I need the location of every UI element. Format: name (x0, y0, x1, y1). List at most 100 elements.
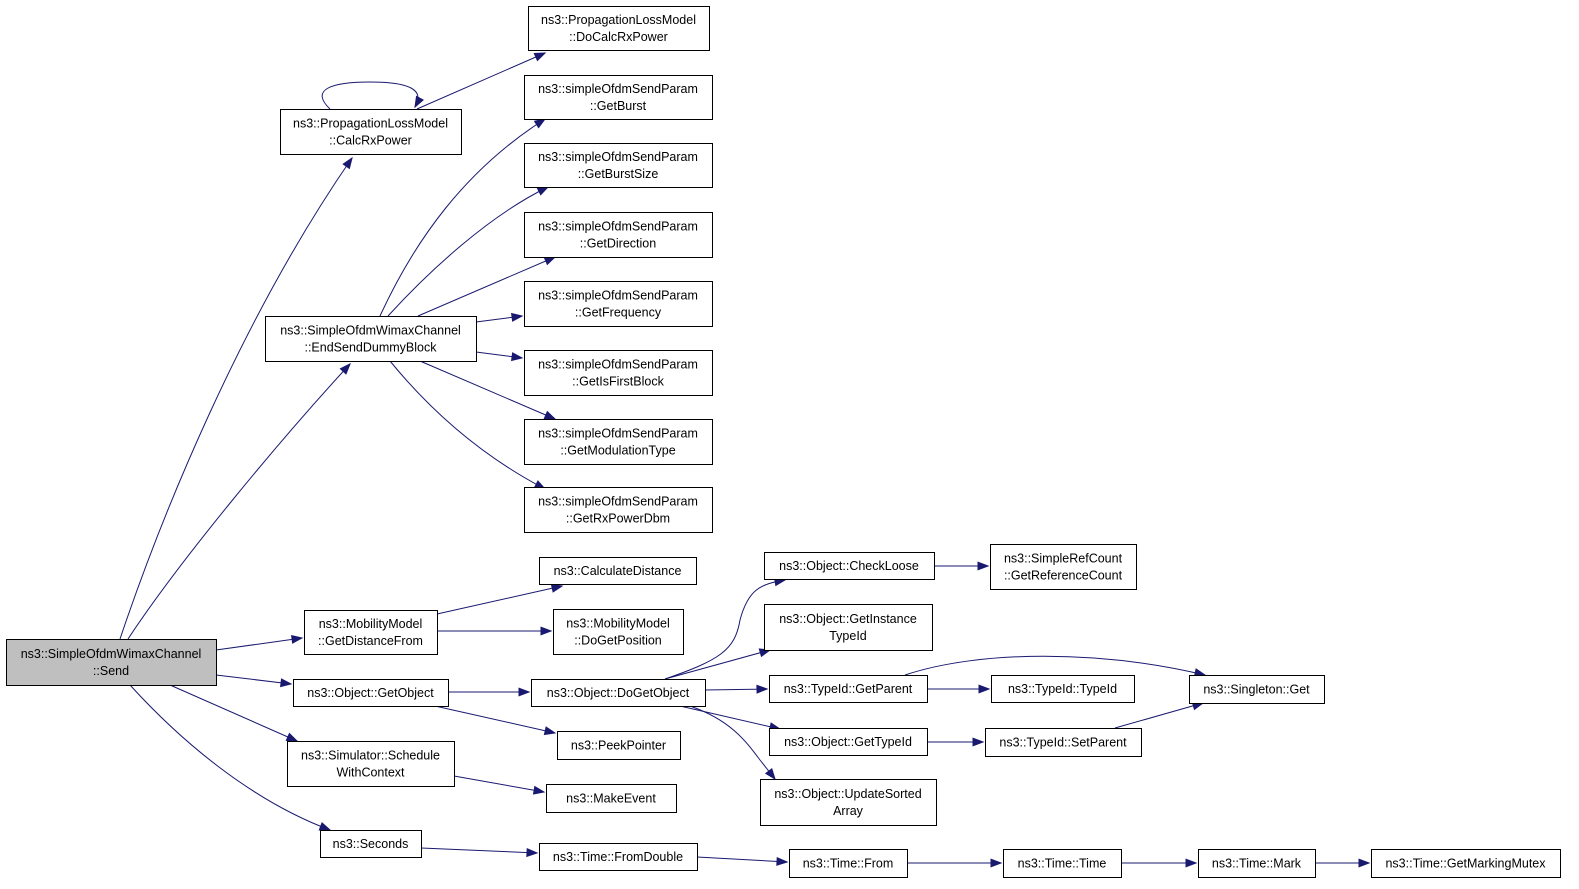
node-end-send-dummy-block[interactable]: ns3::SimpleOfdmWimaxChannel::EndSendDumm… (265, 316, 477, 362)
edge-line (215, 674, 292, 685)
node-get-is-first-block[interactable]: ns3::simpleOfdmSendParam::GetIsFirstBloc… (524, 350, 713, 396)
node-get-distance-from[interactable]: ns3::MobilityModel::GetDistanceFrom (304, 610, 438, 655)
node-label-line: ns3::TypeId::GetParent (784, 682, 913, 696)
edge-time_from_double-to-time_from (696, 856, 789, 866)
node-label-line: ::GetRxPowerDbm (566, 512, 670, 526)
node-get-frequency[interactable]: ns3::simpleOfdmSendParam::GetFrequency (524, 281, 713, 327)
node-typeid-set-parent[interactable]: ns3::TypeId::SetParent (985, 728, 1142, 757)
edge-end_send_dummy_block-to-get_rx_power_dbm (389, 360, 547, 490)
node-get-rx-power-dbm[interactable]: ns3::simpleOfdmSendParam::GetRxPowerDbm (524, 487, 713, 533)
arrow-head-icon (318, 822, 332, 831)
node-label-line: ns3::simpleOfdmSendParam (538, 289, 698, 303)
arrow-head-icon (764, 767, 776, 781)
node-box (524, 487, 713, 533)
arrow-head-icon (280, 678, 293, 688)
node-get-object[interactable]: ns3::Object::GetObject (293, 679, 449, 707)
node-box (789, 849, 908, 878)
node-get-direction[interactable]: ns3::simpleOfdmSendParam::GetDirection (524, 212, 713, 258)
node-label-line: ns3::Object::DoGetObject (547, 686, 690, 700)
edge-end_send_dummy_block-to-get_modulation_type (419, 360, 557, 420)
edge-line (119, 157, 353, 640)
node-get-burst-size[interactable]: ns3::simpleOfdmSendParam::GetBurstSize (524, 143, 713, 188)
arrow-head-icon (414, 95, 424, 109)
node-get-modulation-type[interactable]: ns3::simpleOfdmSendParam::GetModulationT… (524, 419, 713, 465)
edge-line (215, 637, 303, 651)
node-box (1371, 849, 1561, 878)
node-time-from[interactable]: ns3::Time::From (789, 849, 908, 878)
edge-line (696, 856, 788, 863)
edge-send-to-get_object (215, 674, 293, 688)
edge-end_send_dummy_block-to-get_burst (379, 118, 547, 317)
node-time-get-marking-mutex[interactable]: ns3::Time::GetMarkingMutex (1371, 849, 1561, 878)
edge-send-to-end_send_dummy_block (127, 362, 351, 640)
node-label-line: ns3::TypeId::SetParent (999, 736, 1127, 750)
arrow-head-icon (972, 737, 985, 747)
node-label-line: ns3::simpleOfdmSendParam (538, 82, 698, 96)
node-box (287, 741, 455, 787)
node-label-line: ns3::CalculateDistance (554, 564, 682, 578)
edge-line (387, 186, 549, 317)
node-do-calc-rx-power[interactable]: ns3::PropagationLossModel::DoCalcRxPower (528, 6, 710, 51)
node-do-get-position[interactable]: ns3::MobilityModel::DoGetPosition (553, 609, 684, 655)
node-label-line: ns3::MobilityModel (566, 617, 670, 631)
arrow-head-icon (978, 684, 991, 694)
node-singleton-get[interactable]: ns3::Singleton::Get (1189, 675, 1325, 704)
node-peek-pointer[interactable]: ns3::PeekPointer (557, 731, 681, 760)
node-box (557, 731, 681, 760)
node-box (769, 675, 928, 703)
edge-object_get_type_id-to-typeid_set_parent (927, 737, 985, 747)
node-make-event[interactable]: ns3::MakeEvent (546, 784, 677, 813)
node-box (539, 557, 697, 585)
node-time-time[interactable]: ns3::Time::Time (1003, 849, 1122, 878)
node-typeid-typeid[interactable]: ns3::TypeId::TypeId (991, 675, 1135, 703)
node-box (524, 419, 713, 465)
edge-line (689, 705, 776, 780)
node-label-line: ::DoGetPosition (574, 634, 662, 648)
node-box (539, 843, 698, 871)
node-check-loose[interactable]: ns3::Object::CheckLoose (764, 552, 935, 580)
node-box (990, 544, 1137, 590)
arrow-head-icon (536, 186, 550, 196)
node-label-line: ::EndSendDummyBlock (304, 341, 437, 355)
node-box (1003, 849, 1122, 878)
node-box (553, 609, 684, 655)
node-label-line: WithContext (336, 766, 405, 780)
node-send[interactable]: ns3::SimpleOfdmWimaxChannel::Send (6, 639, 217, 686)
node-label-line: ns3::simpleOfdmSendParam (538, 358, 698, 372)
edge-line (453, 775, 545, 793)
node-calculate-distance[interactable]: ns3::CalculateDistance (539, 557, 697, 585)
edge-line (419, 360, 556, 420)
arrow-head-icon (1358, 858, 1371, 868)
node-label-line: ns3::MobilityModel (319, 617, 423, 631)
arrow-head-icon (550, 583, 564, 593)
arrow-head-icon (339, 362, 351, 375)
edge-line (904, 655, 1206, 676)
node-time-from-double[interactable]: ns3::Time::FromDouble (539, 843, 698, 871)
node-object-get-type-id[interactable]: ns3::Object::GetTypeId (769, 728, 928, 756)
node-label-line: ::GetDirection (580, 237, 656, 251)
edge-get_object-to-peek_pointer (434, 705, 557, 736)
arrow-head-icon (543, 256, 557, 266)
arrow-head-icon (526, 848, 539, 858)
node-seconds[interactable]: ns3::Seconds (320, 830, 422, 858)
edge-time_time-to-time_mark (1121, 858, 1198, 868)
edge-line (379, 118, 546, 317)
edge-line (389, 360, 546, 490)
edge-send-to-schedule_with_context (169, 684, 299, 742)
node-label-line: ns3::simpleOfdmSendParam (538, 150, 698, 164)
node-label-line: ns3::Time::Mark (1212, 857, 1302, 871)
node-time-mark[interactable]: ns3::Time::Mark (1198, 849, 1316, 878)
node-box (764, 552, 935, 580)
node-do-get-object[interactable]: ns3::Object::DoGetObject (531, 679, 706, 707)
node-box (265, 316, 477, 362)
node-label-line: TypeId (829, 629, 867, 643)
node-box (769, 728, 928, 756)
node-get-reference-count[interactable]: ns3::SimpleRefCount::GetReferenceCount (990, 544, 1137, 590)
node-label-line: ns3::Simulator::Schedule (301, 749, 440, 763)
node-get-burst[interactable]: ns3::simpleOfdmSendParam::GetBurst (524, 75, 713, 120)
node-calc-rx-power[interactable]: ns3::PropagationLossModel::CalcRxPower (280, 109, 462, 155)
node-typeid-get-parent[interactable]: ns3::TypeId::GetParent (769, 675, 928, 703)
